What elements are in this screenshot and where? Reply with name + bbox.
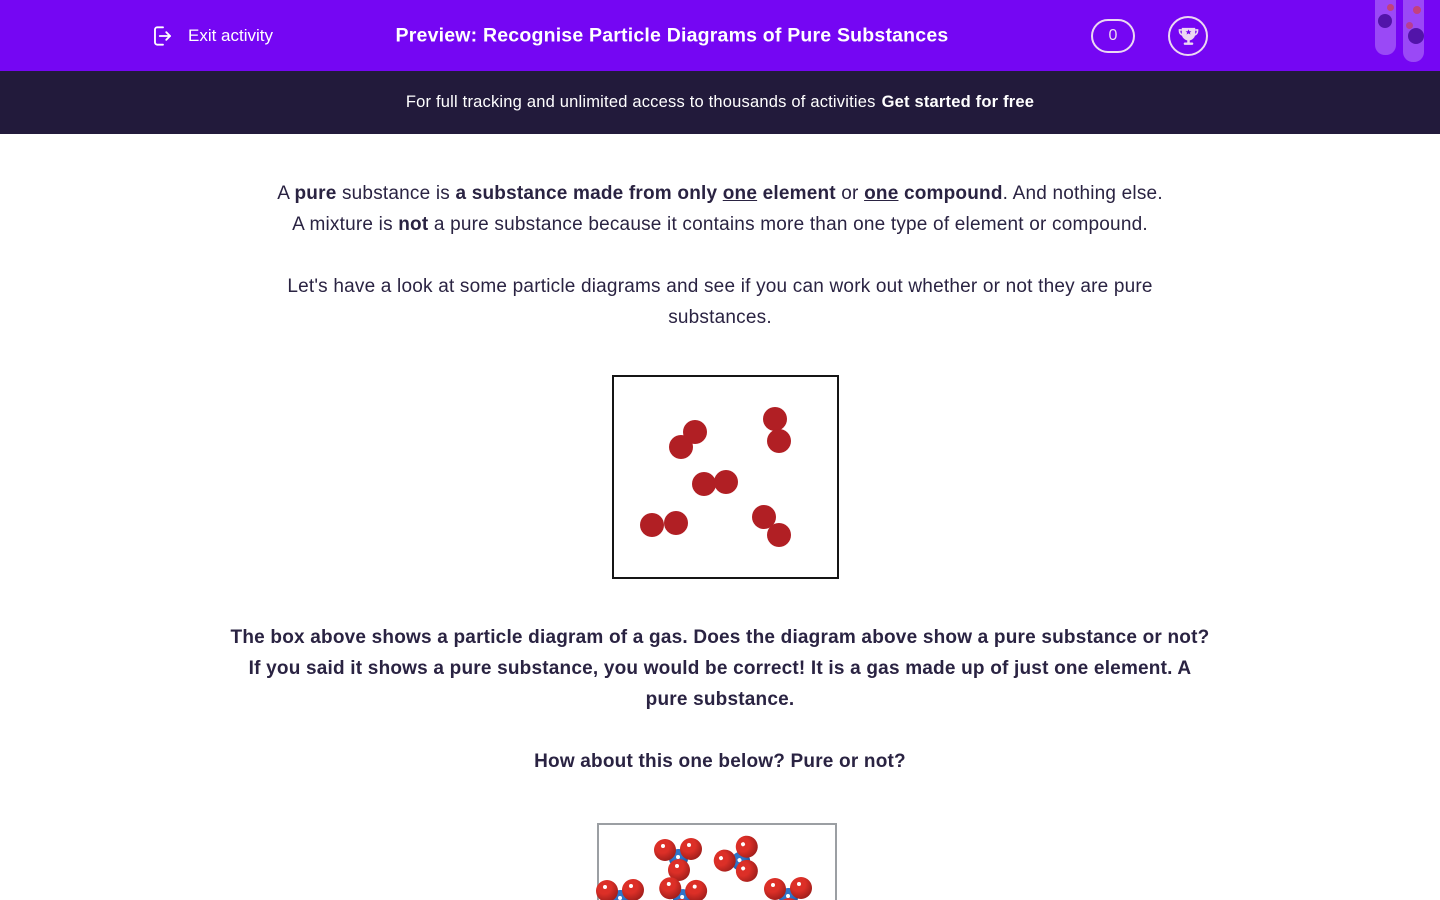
intro-paragraph: A pure substance is a substance made fro… <box>0 178 1440 240</box>
app-header: Exit activity Preview: Recognise Particl… <box>0 0 1440 71</box>
exit-activity-label: Exit activity <box>188 25 274 45</box>
promo-text: For full tracking and unlimited access t… <box>405 93 876 111</box>
logout-icon <box>154 25 171 46</box>
intro-line-2: A mixture is not a pure substance becaus… <box>292 214 1148 235</box>
trophy-icon <box>1178 27 1198 45</box>
particle-atom <box>663 511 688 535</box>
particle-atom <box>766 429 791 453</box>
activity-content: A pure substance is a substance made fro… <box>0 178 1440 900</box>
promo-banner: For full tracking and unlimited access t… <box>0 71 1440 134</box>
trophy-button[interactable] <box>1168 16 1208 56</box>
particle-atom <box>713 470 738 494</box>
intro-line-1: A pure substance is a substance made fro… <box>277 183 1163 204</box>
particle-atom <box>639 513 664 537</box>
test-tube-icon <box>1403 0 1424 62</box>
question-paragraph: How about this one below? Pure or not? <box>534 751 906 772</box>
particle-atom <box>682 420 707 444</box>
get-started-link[interactable]: Get started for free <box>881 93 1035 111</box>
particle-atom <box>691 472 716 496</box>
page-title: Preview: Recognise Particle Diagrams of … <box>395 24 949 46</box>
test-tube-icon <box>1375 0 1396 55</box>
score-value: 0 <box>1108 27 1118 44</box>
particle-diagram-1 <box>611 375 839 579</box>
particle-atom <box>762 407 787 431</box>
explanation-paragraph: The box above shows a particle diagram o… <box>230 627 1210 710</box>
score-badge[interactable]: 0 <box>1091 19 1135 53</box>
lets-look-paragraph: Let's have a look at some particle diagr… <box>287 276 1153 328</box>
particle-atom <box>766 523 791 547</box>
particle-diagram-2 <box>596 823 837 900</box>
exit-activity-button[interactable]: Exit activity <box>150 0 273 71</box>
